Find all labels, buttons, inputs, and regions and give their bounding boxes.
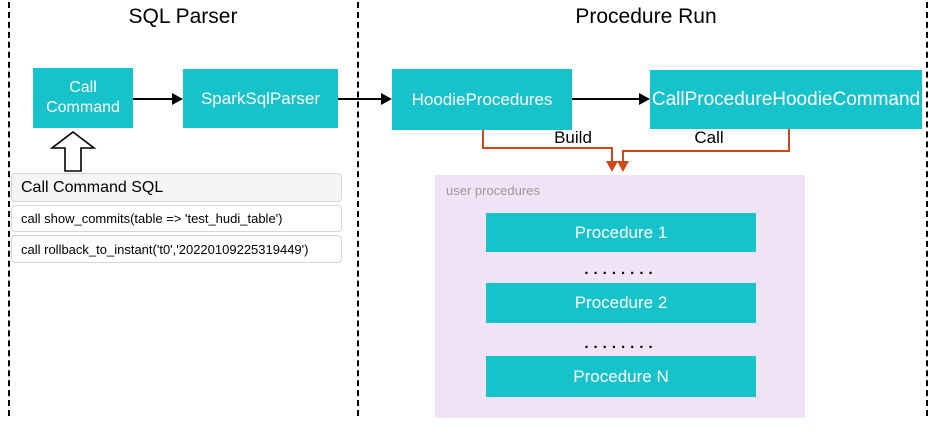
- call-command-node: Call Command: [33, 68, 133, 128]
- build-edge-segment-down: [482, 130, 484, 149]
- arrow-callcommand-to-sparksqlparser-line: [133, 98, 175, 100]
- sql-list-row-rollback: call rollback_to_instant('t0','202201092…: [11, 235, 342, 263]
- sql-list-row-show-commits: call show_commits(table => 'test_hudi_ta…: [11, 205, 342, 232]
- arrow-sparksqlparser-to-hoodieprocedures-line: [338, 98, 384, 100]
- call-edge-segment-drop: [622, 150, 624, 162]
- arrow-hoodieprocedures-to-callprocedure-head-icon: [639, 93, 650, 105]
- call-edge-label: Call: [694, 128, 724, 147]
- sql-list-header: Call Command SQL: [11, 173, 342, 202]
- procedure-1-node: Procedure 1: [486, 213, 756, 252]
- section-divider-border: [357, 2, 359, 416]
- call-edge-arrowhead-icon: [617, 161, 629, 172]
- build-edge-arrowhead-icon: [606, 161, 618, 172]
- build-edge-segment-drop: [611, 147, 613, 162]
- procedure-run-section-right-border: [926, 2, 928, 416]
- sparksqlparser-node: SparkSqlParser: [183, 69, 338, 128]
- build-edge-label: Build: [554, 128, 592, 147]
- call-edge-segment-down: [788, 129, 790, 152]
- arrow-callcommand-to-sparksqlparser-head-icon: [172, 93, 183, 105]
- hoodieprocedures-node: HoodieProcedures: [392, 69, 572, 130]
- user-procedures-label: user procedures: [446, 183, 540, 198]
- callprocedurehoodiecommand-node: CallProcedureHoodieCommand: [650, 70, 922, 129]
- procedure-n-node: Procedure N: [486, 356, 756, 397]
- arrow-hoodieprocedures-to-callprocedure-line: [572, 98, 642, 100]
- up-arrow-icon: [49, 131, 97, 172]
- procedure-run-section-title: Procedure Run: [575, 5, 717, 28]
- build-edge-segment-across: [482, 147, 613, 149]
- sql-parser-section-title: SQL Parser: [128, 5, 238, 28]
- arrow-sparksqlparser-to-hoodieprocedures-head-icon: [381, 93, 392, 105]
- procedure-2-node: Procedure 2: [486, 283, 756, 323]
- ellipsis-row-1: ........: [584, 261, 658, 278]
- call-edge-segment-across: [622, 150, 790, 152]
- ellipsis-row-2: ........: [584, 335, 658, 352]
- sql-parser-section-left-border: [8, 2, 10, 416]
